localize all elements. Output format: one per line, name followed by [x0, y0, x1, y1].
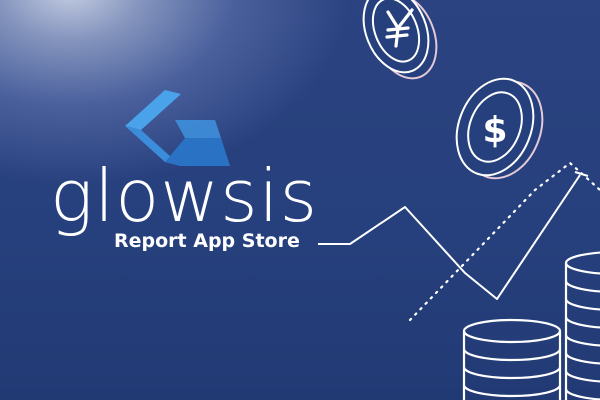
yen-coin-icon: [362, 0, 438, 80]
trend-line-icon: [318, 171, 589, 300]
brand-name: glowsis: [50, 154, 319, 238]
dotted-trend-icon: [408, 161, 600, 322]
glowsis-logo-icon: [125, 90, 230, 166]
tagline: Report App Store: [114, 230, 300, 252]
coin-stacks-icon: [462, 251, 600, 400]
svg-text:$: $: [482, 110, 507, 151]
dollar-coin-icon: $: [455, 77, 544, 180]
coin-stack-right: [564, 251, 600, 400]
coin-stack-left: [462, 318, 562, 400]
